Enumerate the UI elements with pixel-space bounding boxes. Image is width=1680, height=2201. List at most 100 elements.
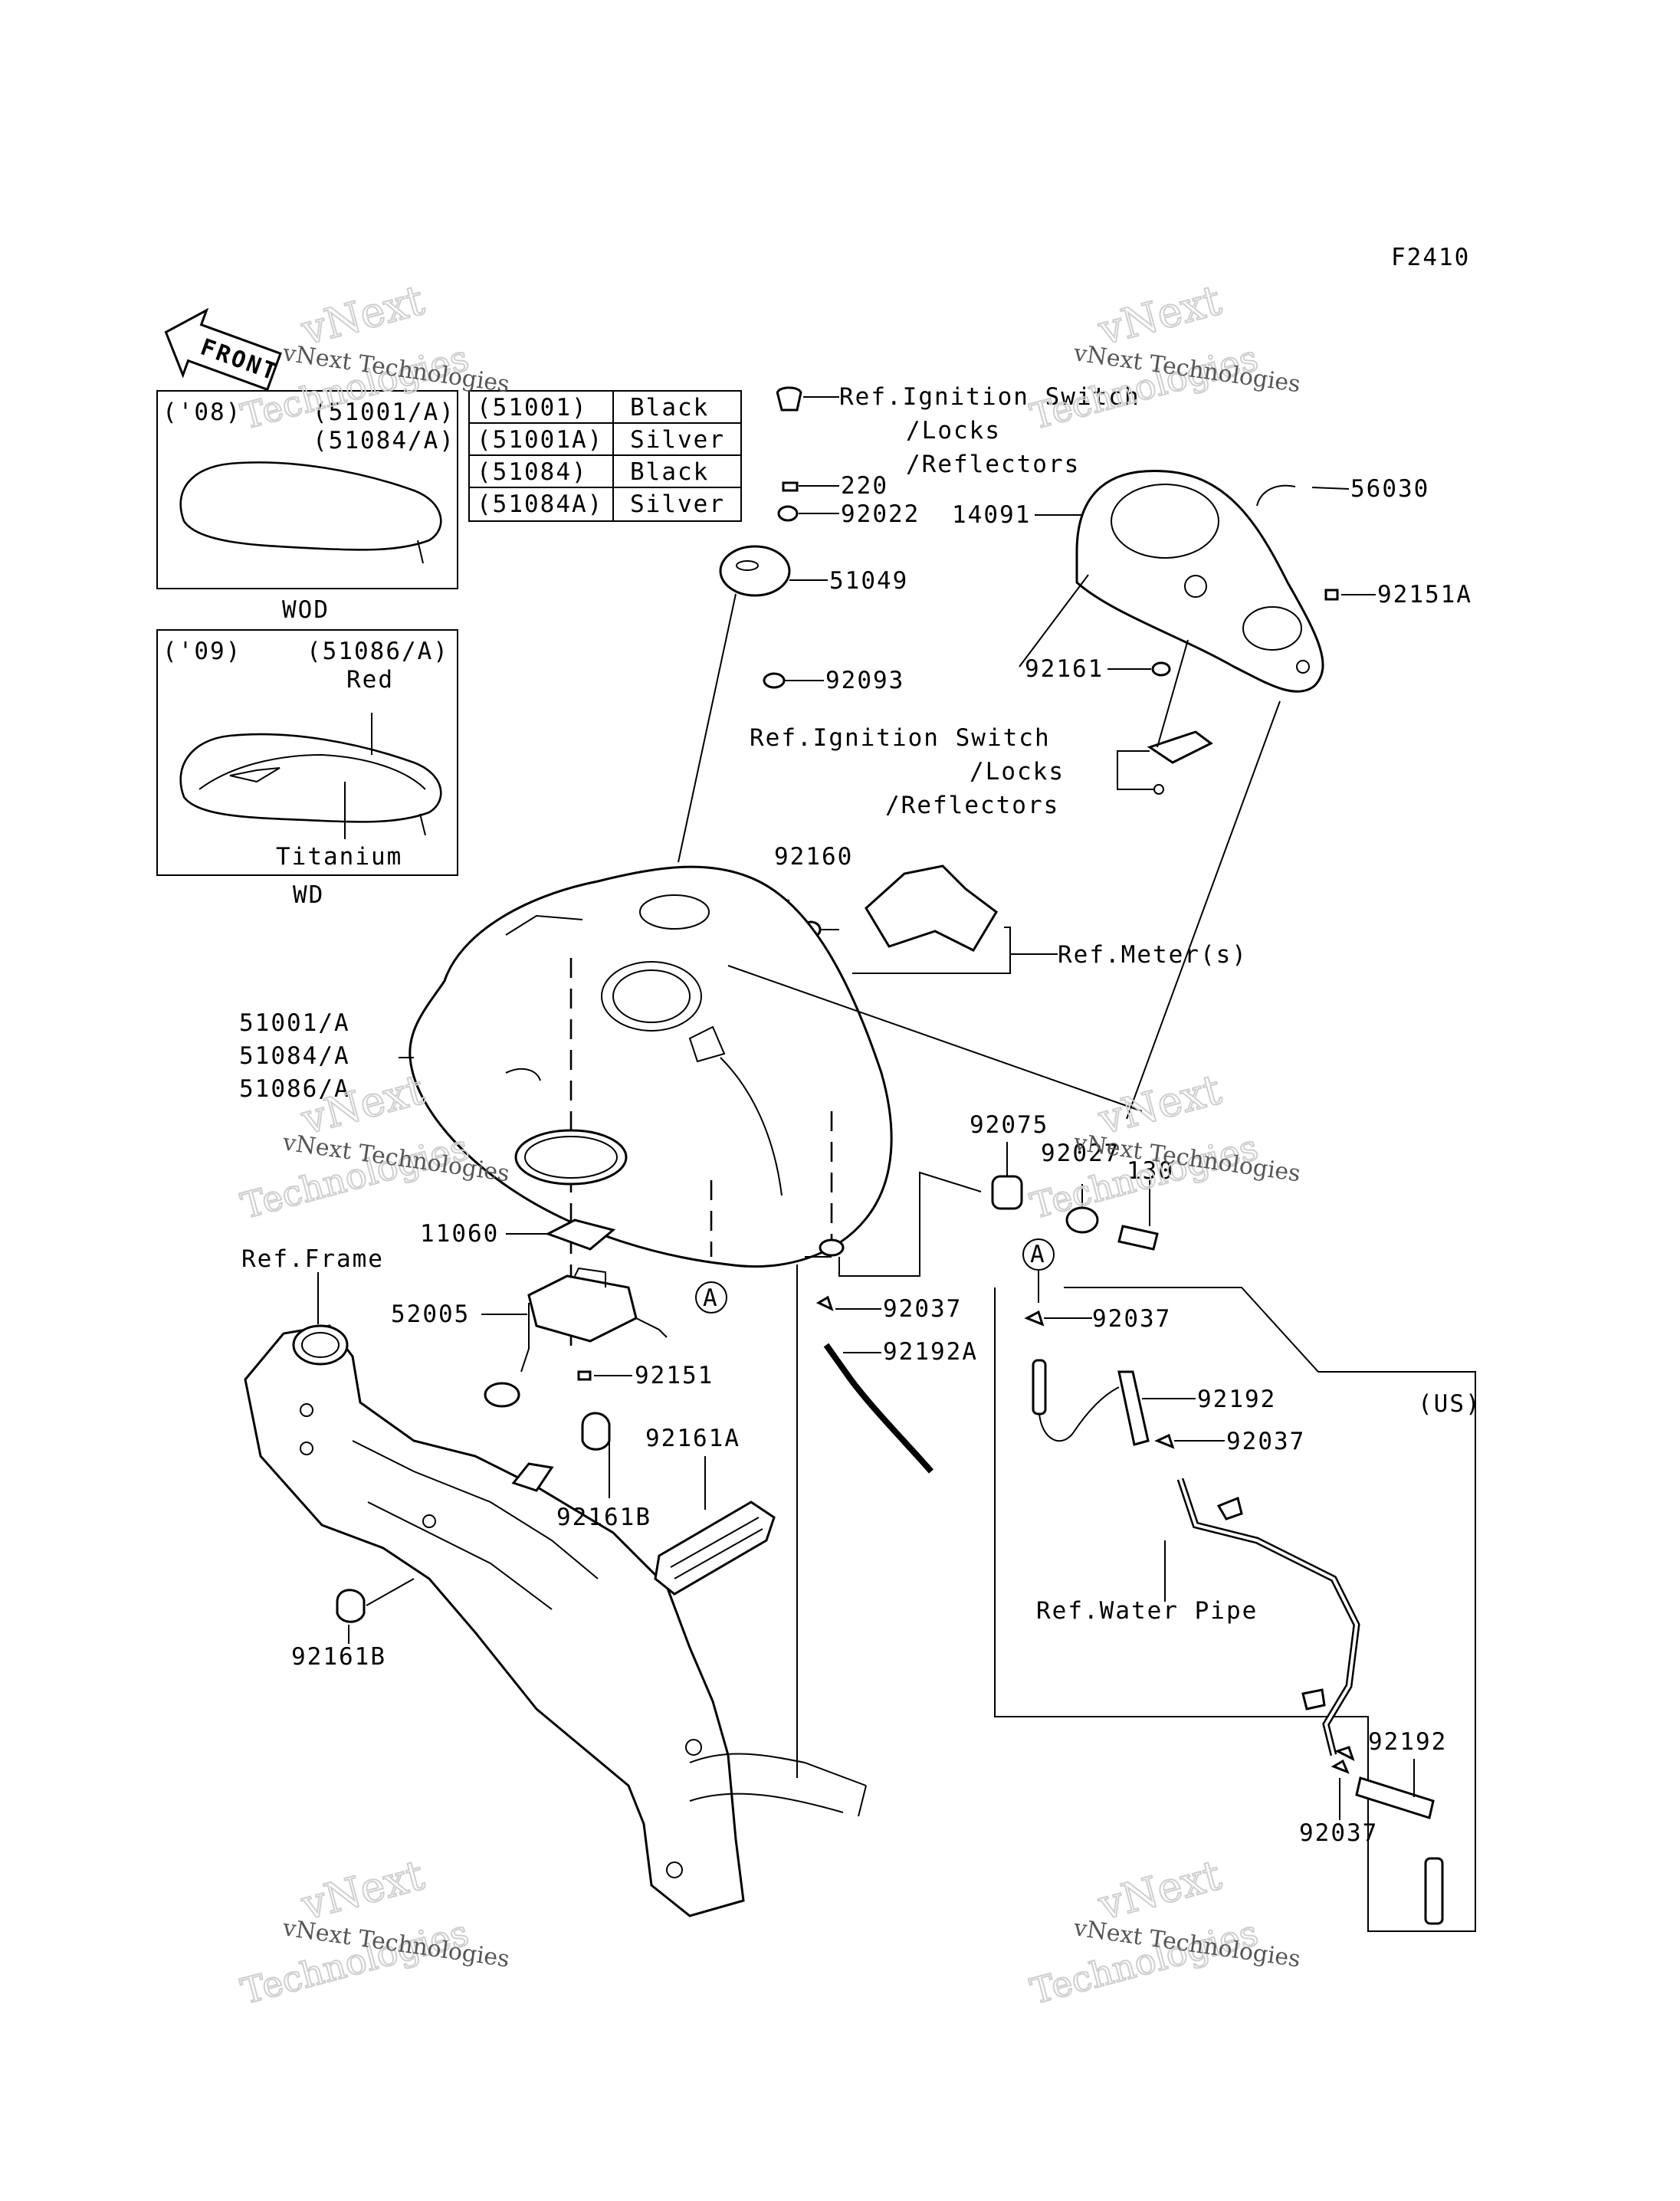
part-92022: 92022 xyxy=(841,500,920,528)
watermark-line1: vNext xyxy=(1093,1065,1226,1144)
tank-part-51084a: 51084/A xyxy=(239,1042,350,1070)
callout-a-2: A xyxy=(1030,1241,1046,1268)
part-92160: 92160 xyxy=(774,843,853,871)
table-cell-color: Silver xyxy=(630,426,725,454)
part-92192-a: 92192 xyxy=(1197,1386,1276,1413)
ref-locks-2: /Locks xyxy=(970,758,1065,786)
part-92027: 92027 xyxy=(1041,1140,1120,1167)
screw-icon xyxy=(577,1370,592,1381)
hose-icon xyxy=(1117,1370,1150,1446)
callout-a-icon xyxy=(695,1281,727,1314)
part-14091: 14091 xyxy=(952,501,1031,529)
hose-icon xyxy=(823,1343,934,1474)
bracket-icon xyxy=(1147,730,1213,764)
ref-reflectors-2: /Reflectors xyxy=(885,792,1059,819)
tank-part-51001a: 51001/A xyxy=(239,1009,350,1037)
table-cell-color: Black xyxy=(630,458,709,486)
clamp-icon xyxy=(1154,1433,1175,1449)
clamp-icon xyxy=(1334,1746,1355,1761)
ref-locks: /Locks xyxy=(906,417,1001,444)
watermark-line1: vNext xyxy=(1093,1851,1226,1930)
washer-icon xyxy=(777,505,799,522)
wire-icon xyxy=(1256,484,1296,507)
ref-water-pipe: Ref.Water Pipe xyxy=(1036,1597,1258,1625)
table-cell-color: Black xyxy=(630,394,709,422)
damper-group xyxy=(336,1412,776,1644)
inset-parts: (51084/A) xyxy=(313,427,455,454)
part-92037: 92037 xyxy=(883,1295,962,1323)
damper-icon xyxy=(336,1589,366,1623)
ref-frame: Ref.Frame xyxy=(241,1245,384,1273)
ref-meter: Ref.Meter(s) xyxy=(1058,941,1248,969)
grommet-icon xyxy=(1151,661,1171,677)
callout-a: A xyxy=(703,1284,719,1312)
variant-table: (51001) Black (51001A) Silver (51084) Bl… xyxy=(468,390,742,522)
damper-pad-icon xyxy=(654,1501,776,1596)
fuel-cap-group xyxy=(678,386,839,863)
meter-cover-icon xyxy=(1075,469,1324,693)
figure-code: F2410 xyxy=(1391,244,1470,271)
clamp-icon xyxy=(1331,1759,1350,1774)
us-box xyxy=(994,1238,1476,1932)
inset-caption: WD xyxy=(293,881,324,909)
tank-outline-icon xyxy=(179,733,442,823)
hose-icon xyxy=(1424,1857,1444,1925)
ref-ignition-switch-2: Ref.Ignition Switch xyxy=(750,724,1051,752)
part-11060: 11060 xyxy=(420,1220,499,1248)
watermark-line1: vNext xyxy=(296,276,429,355)
part-92037-d: 92037 xyxy=(1299,1819,1378,1847)
inset-parts: (51001/A) xyxy=(313,399,455,426)
part-52005: 52005 xyxy=(391,1301,470,1328)
watermark-line1: vNext xyxy=(1093,276,1226,355)
part-92151a: 92151A xyxy=(1377,581,1472,608)
meter-cover-group xyxy=(1019,469,1376,1120)
inset-year: ('09) xyxy=(162,638,241,665)
table-cell-part: (51001A) xyxy=(477,426,603,454)
part-92075: 92075 xyxy=(970,1111,1048,1139)
frame-icon xyxy=(244,1324,745,1917)
fuel-cap-icon xyxy=(719,545,791,597)
ignition-key-icon xyxy=(776,386,802,412)
inset-color-top: Red xyxy=(346,666,394,694)
part-51049: 51049 xyxy=(829,567,908,595)
part-92037-b: 92037 xyxy=(1092,1305,1171,1333)
part-92037-c: 92037 xyxy=(1226,1428,1305,1455)
tank-part-51086a: 51086/A xyxy=(239,1075,350,1103)
part-92192-b: 92192 xyxy=(1368,1728,1447,1756)
inset-color-bottom: Titanium xyxy=(276,843,402,871)
inset-year: ('08) xyxy=(162,399,241,426)
part-220: 220 xyxy=(841,472,888,500)
part-130: 130 xyxy=(1127,1157,1174,1185)
bracket-icon xyxy=(865,864,998,952)
clamp-icon xyxy=(1024,1310,1045,1327)
hose-icon xyxy=(1355,1776,1435,1819)
part-56030: 56030 xyxy=(1350,475,1429,503)
ref-reflectors: /Reflectors xyxy=(906,451,1080,478)
frame-group xyxy=(244,1324,867,1917)
hose-icon xyxy=(1032,1359,1047,1415)
damper-icon xyxy=(581,1412,611,1451)
screw-icon xyxy=(1324,589,1339,601)
tank-outline-icon xyxy=(179,461,442,551)
emblem-icon xyxy=(229,767,281,783)
inset-wod: ('08) (51001/A) (51084/A) WOD xyxy=(156,390,458,624)
bolt-icon xyxy=(1117,1225,1159,1251)
fuel-pump-icon xyxy=(527,1274,638,1343)
part-92161b-2: 92161B xyxy=(291,1643,386,1671)
float-icon xyxy=(484,1382,520,1408)
inset-wd: ('09) (51086/A) Red Titanium WD xyxy=(156,629,458,909)
gasket-icon xyxy=(514,1129,628,1186)
part-92161a: 92161A xyxy=(645,1425,740,1452)
table-cell-color: Silver xyxy=(630,490,725,518)
part-92093: 92093 xyxy=(825,667,904,694)
screw-icon xyxy=(782,481,799,492)
drain-hose-group xyxy=(796,1171,982,1778)
part-92192a: 92192A xyxy=(883,1338,978,1366)
us-label: (US) xyxy=(1418,1390,1481,1418)
table-cell-part: (51001) xyxy=(477,394,588,422)
damper-bolt-group xyxy=(991,1142,1159,1251)
inset-parts: (51086/A) xyxy=(307,638,449,665)
clamp-icon xyxy=(815,1295,834,1311)
